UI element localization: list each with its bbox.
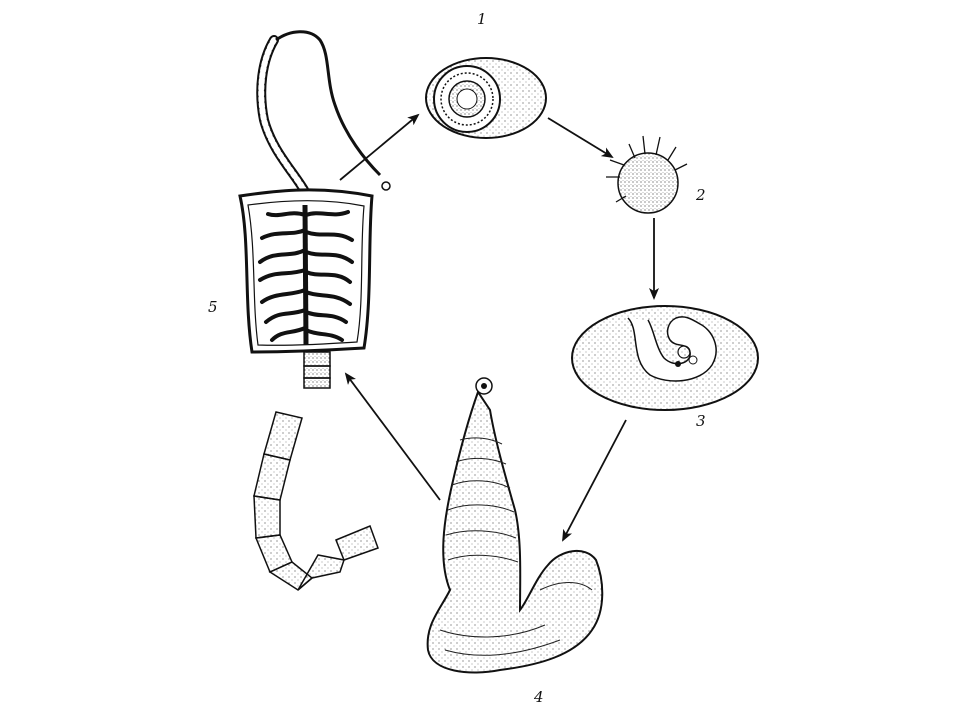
arrow-4-to-5 <box>344 372 441 501</box>
arrow-5-to-1 <box>339 113 420 181</box>
proglottid-chain <box>253 411 379 591</box>
arrow-3-to-4 <box>562 419 627 542</box>
egg-stage-1 <box>425 57 547 139</box>
stage-2-label: 2 <box>696 186 706 204</box>
cycle-arrows <box>339 113 659 542</box>
stage-4-label: 4 <box>534 688 544 706</box>
stage-1-label: 1 <box>477 10 487 28</box>
evaginated-larva-stage-4 <box>426 377 604 674</box>
oncosphere-stage-2 <box>606 135 688 214</box>
cysticercus-stage-3 <box>571 305 759 411</box>
stage-3-label: 3 <box>696 412 706 430</box>
stage-5-label: 5 <box>208 298 218 316</box>
arrow-1-to-2 <box>547 117 614 159</box>
adult-tapeworm-stage-5 <box>238 30 391 389</box>
